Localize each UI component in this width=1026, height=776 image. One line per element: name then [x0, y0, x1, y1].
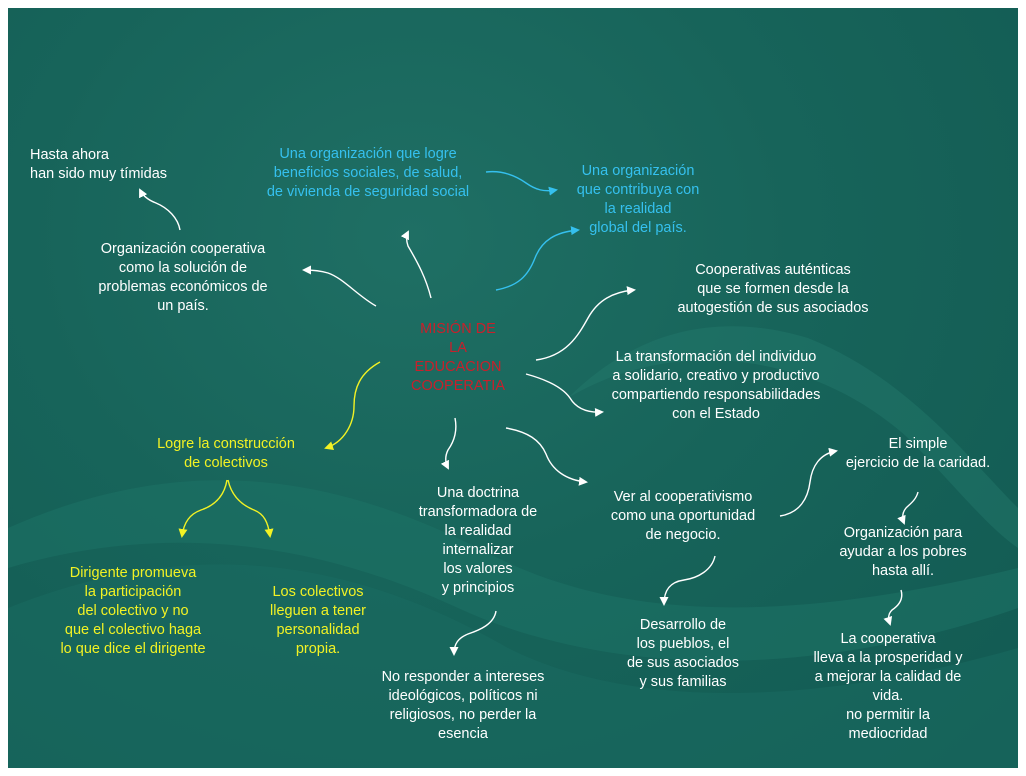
node-personalidad: Los colectivos lleguen a tener personali… — [270, 584, 366, 657]
arrow-to-doctrina — [440, 417, 457, 470]
node-realidad-global: Una organización que contribuya con la r… — [576, 163, 700, 236]
arrow-to-dirigente — [178, 479, 228, 538]
node-negocio: Ver al cooperativismo como una oportunid… — [610, 489, 756, 543]
node-dirigente: Dirigente promueva la participación del … — [60, 565, 206, 657]
arrow-to-beneficios — [400, 230, 432, 299]
arrow-beneficios-to-realidad[interactable] — [485, 170, 558, 196]
arrow-to-org-cooperativa — [302, 265, 377, 307]
node-caridad: El simple ejercicio de la caridad. — [845, 436, 991, 471]
arrow-to-timidas — [139, 188, 181, 231]
arrow-to-prosperidad — [883, 589, 903, 626]
node-beneficios: Una organización que logre beneficios so… — [266, 146, 470, 200]
slide: MISIÓN DE LA EDUCACION COOPERATIA Hasta … — [8, 8, 1018, 768]
arrow-to-desarrollo — [659, 555, 716, 606]
node-pobres: Organización para ayudar a los pobres ha… — [839, 525, 967, 579]
arrow-to-realidad-global — [495, 226, 580, 291]
node-timidas: Hasta ahora han sido muy tímidas — [30, 147, 168, 182]
node-desarrollo: Desarrollo de los pueblos, el de sus aso… — [626, 617, 740, 690]
node-autenticas: Cooperativas auténticas que se formen de… — [677, 262, 869, 316]
arrow-to-autenticas — [535, 286, 636, 361]
arrow-to-transformacion — [525, 373, 604, 417]
node-transformacion: La transformación del individuo a solida… — [611, 349, 821, 422]
arrow-to-pobres — [897, 491, 919, 525]
arrow-to-colectivos — [324, 361, 381, 451]
node-prosperidad: La cooperativa lleva a la prosperidad y … — [813, 631, 963, 742]
arrow-to-caridad — [779, 447, 838, 517]
node-doctrina: Una doctrina transformadora de la realid… — [418, 485, 538, 596]
node-org-cooperativa: Organización cooperativa como la solució… — [98, 241, 268, 314]
arrow-to-personalidad — [227, 479, 274, 538]
arrow-to-intereses — [449, 610, 497, 656]
arrow-to-negocio — [505, 427, 588, 486]
connector-arrows — [139, 170, 919, 656]
node-intereses: No responder a intereses ideológicos, po… — [381, 669, 545, 742]
background-swoosh-decoration — [8, 326, 1018, 768]
node-colectivos: Logre la construcción de colectivos — [157, 436, 295, 471]
center-title: MISIÓN DE LA EDUCACION COOPERATIA — [411, 321, 505, 394]
